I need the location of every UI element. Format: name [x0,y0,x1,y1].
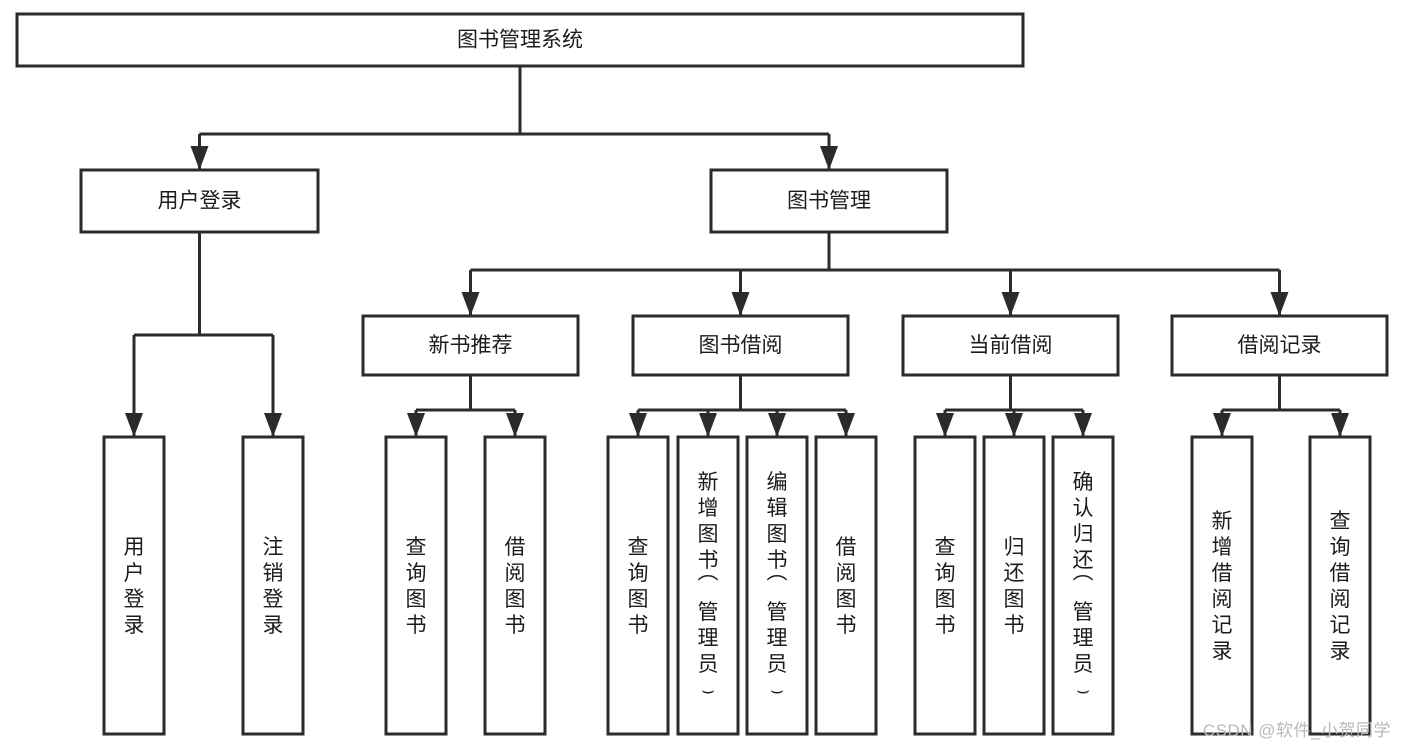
node-box [1190,435,1254,736]
edge-arrow-icon [820,146,838,170]
edge-arrow-icon [936,413,954,437]
node-box [745,435,809,736]
edge-arrow-icon [699,413,717,437]
node-leaf-add-record[interactable]: 新增借阅记录 [1190,435,1254,736]
watermark-label: CSDN @软件_小贺同学 [1202,721,1391,740]
node-box [102,435,166,736]
node-box [901,314,1120,377]
node-leaf-user-login[interactable]: 用户登录 [102,435,166,736]
node-box [1308,435,1372,736]
node-label: 用户登录 [124,536,145,637]
edge-arrow-icon [190,146,209,170]
node-box [15,12,1025,68]
node-label: 注销登录 [263,536,284,637]
edge-arrow-icon [1331,413,1349,437]
node-label: 当前借阅 [969,334,1053,357]
node-box [606,435,670,736]
node-label: 查询图书 [406,536,427,637]
edge-arrow-icon [1213,413,1231,437]
edge-arrow-icon [731,292,750,316]
edge-arrow-icon [461,292,480,316]
node-label: 新书推荐 [429,334,513,357]
node-label: 图书借阅 [699,334,783,357]
node-new-book-rec[interactable]: 新书推荐 [361,314,580,377]
node-box [814,435,878,736]
node-leaf-return-book[interactable]: 归还图书 [982,435,1046,736]
node-leaf-borrow-book-2[interactable]: 借阅图书 [814,435,878,736]
node-label: 编辑图书⌒管理员⌣ [767,471,788,702]
node-box [483,435,547,736]
node-book-manage[interactable]: 图书管理 [709,168,949,234]
node-box [79,168,320,234]
node-box [1170,314,1389,377]
node-label: 借阅记录 [1238,334,1322,357]
node-label: 图书管理 [787,190,871,213]
node-label: 用户登录 [158,190,242,213]
edge-arrow-icon [1005,413,1023,437]
node-box [241,435,305,736]
node-label: 确认归还⌒管理员⌣ [1073,471,1094,702]
node-leaf-add-book[interactable]: 新增图书⌒管理员⌣ [676,435,740,736]
node-leaf-confirm-return[interactable]: 确认归还⌒管理员⌣ [1051,435,1115,736]
node-box [631,314,850,377]
node-leaf-borrow-book-1[interactable]: 借阅图书 [483,435,547,736]
edge-arrow-icon [1074,413,1092,437]
edge-arrow-icon [1001,292,1020,316]
node-leaf-query-book-1[interactable]: 查询图书 [384,435,448,736]
node-box [384,435,448,736]
edge-arrow-icon [407,413,425,437]
node-leaf-query-book-2[interactable]: 查询图书 [606,435,670,736]
edge-arrow-icon [125,413,143,437]
node-book-borrow[interactable]: 图书借阅 [631,314,850,377]
node-leaf-query-book-3[interactable]: 查询图书 [913,435,977,736]
nodes-layer: 图书管理系统用户登录图书管理新书推荐图书借阅当前借阅借阅记录用户登录注销登录查询… [15,12,1389,736]
node-label: 借阅图书 [836,536,857,637]
edge-arrow-icon [768,413,786,437]
node-label: 新增图书⌒管理员⌣ [698,471,719,702]
edge-arrow-icon [1270,292,1289,316]
node-leaf-edit-book[interactable]: 编辑图书⌒管理员⌣ [745,435,809,736]
node-label: 查询图书 [628,536,649,637]
node-box [1051,435,1115,736]
node-label: 新增借阅记录 [1212,510,1233,663]
node-borrow-record[interactable]: 借阅记录 [1170,314,1389,377]
edge-arrow-icon [629,413,647,437]
node-label: 图书管理系统 [457,29,583,52]
node-current-borrow[interactable]: 当前借阅 [901,314,1120,377]
node-root[interactable]: 图书管理系统 [15,12,1025,68]
node-user-login[interactable]: 用户登录 [79,168,320,234]
node-box [361,314,580,377]
edge-arrow-icon [264,413,282,437]
node-label: 归还图书 [1004,536,1025,637]
node-label: 查询借阅记录 [1330,510,1351,663]
node-box [982,435,1046,736]
node-leaf-logout[interactable]: 注销登录 [241,435,305,736]
node-box [709,168,949,234]
node-box [676,435,740,736]
connectors-layer [125,66,1349,437]
edge-arrow-icon [506,413,524,437]
node-leaf-query-record[interactable]: 查询借阅记录 [1308,435,1372,736]
node-label: 查询图书 [935,536,956,637]
node-box [913,435,977,736]
node-label: 借阅图书 [505,536,526,637]
edge-arrow-icon [837,413,855,437]
